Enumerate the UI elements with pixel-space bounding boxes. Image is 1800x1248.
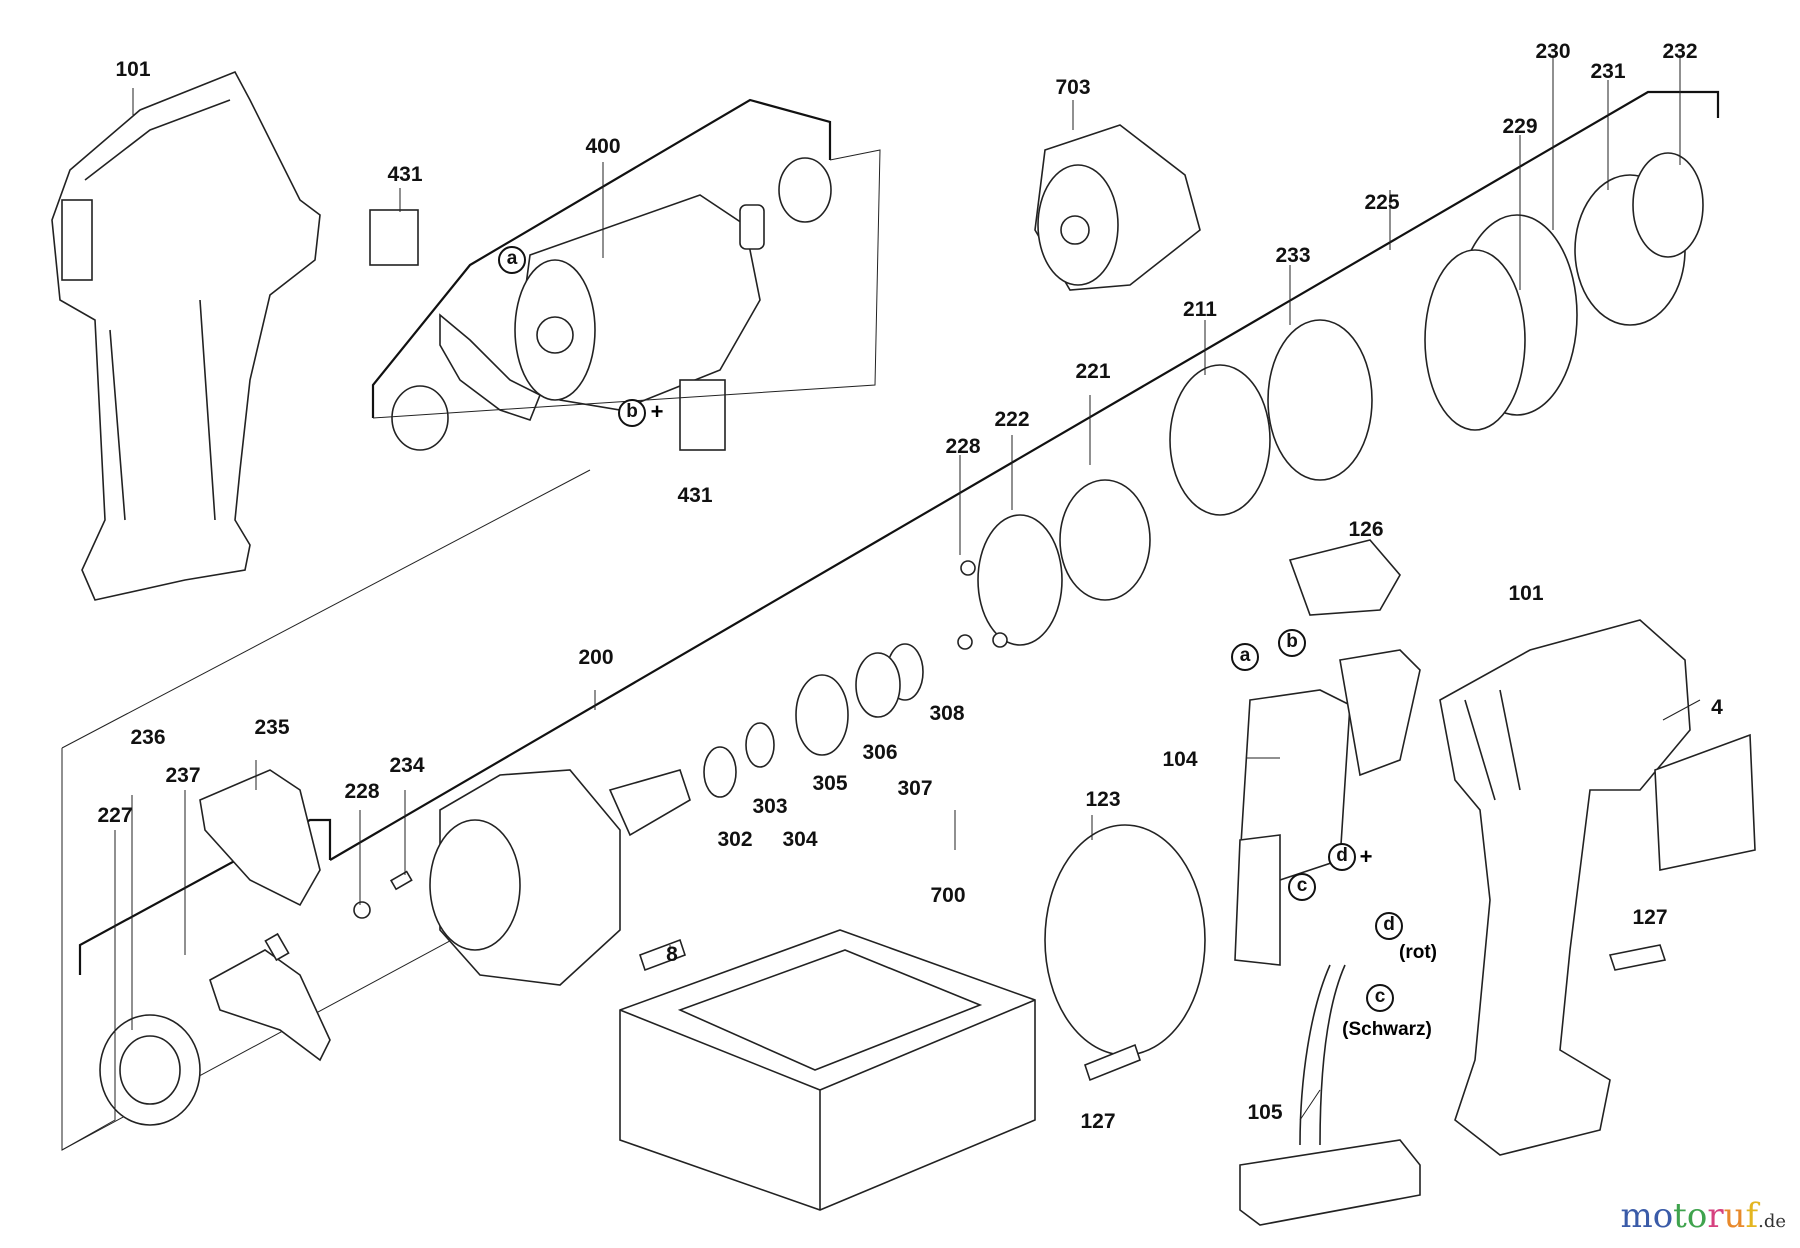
brush-holder-431-top xyxy=(369,209,419,266)
ball-228-lower xyxy=(353,901,371,919)
part-label-211: 211 xyxy=(1183,298,1217,321)
terminal-block-105 xyxy=(1239,1139,1421,1226)
part-label-101: 101 xyxy=(115,58,151,81)
housing-half-left xyxy=(51,70,321,601)
bracket-200-lower xyxy=(78,818,332,975)
part-label-8: 8 xyxy=(666,943,678,966)
watermark-logo: motoruf.de xyxy=(1620,1196,1786,1236)
part-label-105: 105 xyxy=(1247,1101,1283,1124)
part-label-225: 225 xyxy=(1364,191,1400,214)
carrying-case-700 xyxy=(619,929,1036,1211)
ring-232 xyxy=(1632,152,1704,258)
part-label-127: 127 xyxy=(1080,1110,1116,1133)
brush-holder-431-bottom xyxy=(679,379,726,451)
bracket-200 xyxy=(329,90,1720,861)
part-label-227: 227 xyxy=(97,804,133,827)
screw-127-left xyxy=(1084,1043,1141,1082)
nameplate-4 xyxy=(1654,733,1756,871)
wire-note-black: (Schwarz) xyxy=(1342,1019,1432,1040)
marker-c-switch: c xyxy=(1288,873,1316,901)
part-label-4: 4 xyxy=(1711,696,1723,719)
keyless-chuck-703 xyxy=(1034,124,1201,291)
part-label-303: 303 xyxy=(752,795,788,818)
part-label-127: 127 xyxy=(1632,906,1668,929)
part-label-237: 237 xyxy=(165,764,201,787)
marker-b-motor: b xyxy=(618,399,646,427)
part-label-228: 228 xyxy=(945,435,981,458)
part-label-229: 229 xyxy=(1502,115,1538,138)
part-label-126: 126 xyxy=(1348,518,1384,541)
part-label-233: 233 xyxy=(1275,244,1311,267)
screw-8 xyxy=(638,938,687,972)
watermark-letter: m xyxy=(1620,1196,1653,1236)
part-label-305: 305 xyxy=(812,772,848,795)
part-label-200: 200 xyxy=(578,646,614,669)
screw-127-right xyxy=(1608,944,1667,971)
selector-235 xyxy=(199,769,321,907)
part-label-700: 700 xyxy=(930,884,966,907)
spring-221 xyxy=(1059,479,1151,601)
part-label-234: 234 xyxy=(389,754,425,777)
ball-228 xyxy=(960,560,976,576)
part-label-235: 235 xyxy=(254,716,290,739)
washer-303 xyxy=(745,722,775,768)
part-236 xyxy=(209,949,331,1062)
part-label-228: 228 xyxy=(344,780,380,803)
part-label-302: 302 xyxy=(717,828,753,851)
marker-d-switch-polarity: + xyxy=(1359,844,1373,869)
slide-126 xyxy=(1288,539,1401,616)
cover-123 xyxy=(1044,824,1206,1056)
part-label-230: 230 xyxy=(1535,40,1571,63)
brush-plate xyxy=(439,313,542,421)
sleeve-305 xyxy=(795,674,849,756)
marker-a-motor: a xyxy=(498,246,526,274)
part-label-431: 431 xyxy=(677,484,713,507)
watermark-letter: u xyxy=(1723,1196,1746,1236)
watermark-letter: f xyxy=(1745,1196,1759,1236)
motor xyxy=(514,194,765,411)
part-label-104: 104 xyxy=(1162,748,1198,771)
wire-note-red: (rot) xyxy=(1399,942,1437,963)
watermark-letter: o xyxy=(1686,1196,1708,1236)
part-label-101: 101 xyxy=(1508,582,1544,605)
gear-306 xyxy=(855,652,901,718)
spring-234 xyxy=(389,870,413,891)
housing-half-right xyxy=(1439,619,1691,1156)
part-label-221: 221 xyxy=(1075,360,1111,383)
part-label-307: 307 xyxy=(897,777,933,800)
part-label-222: 222 xyxy=(994,408,1030,431)
watermark-letter: t xyxy=(1673,1196,1687,1236)
marker-c-wire: c xyxy=(1366,984,1394,1012)
watermark-tld: .de xyxy=(1758,1211,1786,1232)
washer-400-left xyxy=(391,385,449,451)
part-label-232: 232 xyxy=(1662,40,1698,63)
washer-400-right xyxy=(778,157,832,223)
shim-233 xyxy=(1267,319,1373,481)
part-label-236: 236 xyxy=(130,726,166,749)
watermark-letter: r xyxy=(1707,1196,1724,1236)
marker-a-switch: a xyxy=(1231,643,1259,671)
bracket-400 xyxy=(371,98,832,418)
gear-housing-225-inner xyxy=(1424,249,1526,431)
watermark-letter: o xyxy=(1652,1196,1674,1236)
part-label-308: 308 xyxy=(929,702,965,725)
spring-237 xyxy=(264,932,290,962)
ring-302 xyxy=(703,746,737,798)
part-label-400: 400 xyxy=(585,135,621,158)
part-label-123: 123 xyxy=(1085,788,1121,811)
part-label-231: 231 xyxy=(1590,60,1626,83)
part-label-304: 304 xyxy=(782,828,818,851)
marker-b-motor-polarity: + xyxy=(650,399,664,424)
ring-gear-211 xyxy=(1169,364,1271,516)
marker-d-wire: d xyxy=(1375,912,1403,940)
marker-d-switch: d xyxy=(1328,843,1356,871)
disc-222 xyxy=(977,514,1063,646)
part-label-703: 703 xyxy=(1055,76,1091,99)
part-label-306: 306 xyxy=(862,741,898,764)
part-label-431: 431 xyxy=(387,163,423,186)
marker-b-switch: b xyxy=(1278,629,1306,657)
